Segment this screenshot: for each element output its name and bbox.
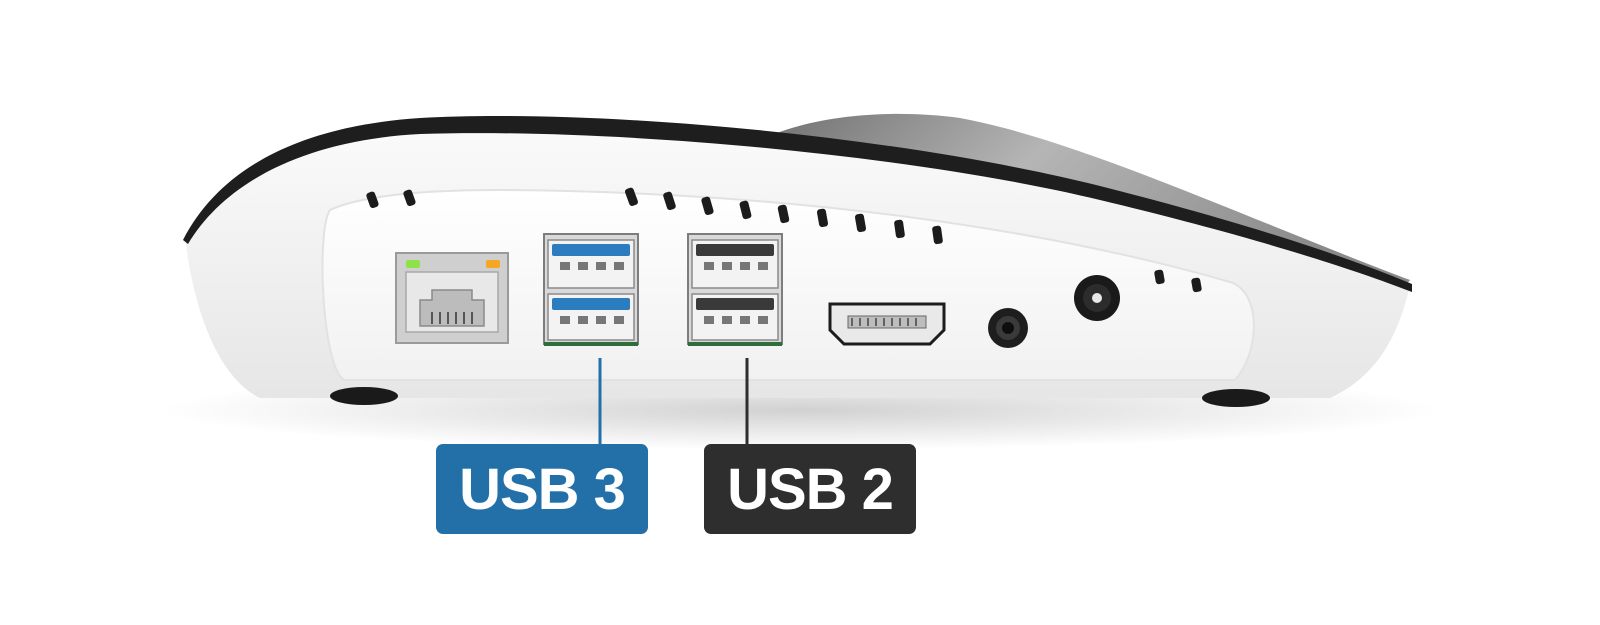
led-orange-icon <box>486 260 500 268</box>
usb3-label: USB 3 <box>436 444 648 534</box>
device-rim <box>183 115 1412 292</box>
vent-slots <box>366 187 1202 293</box>
led-green-icon <box>406 260 420 268</box>
hdmi-port-icon <box>828 302 946 346</box>
foot-right <box>1202 389 1270 407</box>
ethernet-port-icon <box>395 252 509 344</box>
audio-jack-icon <box>988 308 1028 348</box>
usb3-port-stack <box>543 233 639 346</box>
usb2-port-stack <box>687 233 783 346</box>
power-jack-icon <box>1074 275 1120 321</box>
foot-left <box>330 387 398 405</box>
usb2-label: USB 2 <box>704 444 916 534</box>
